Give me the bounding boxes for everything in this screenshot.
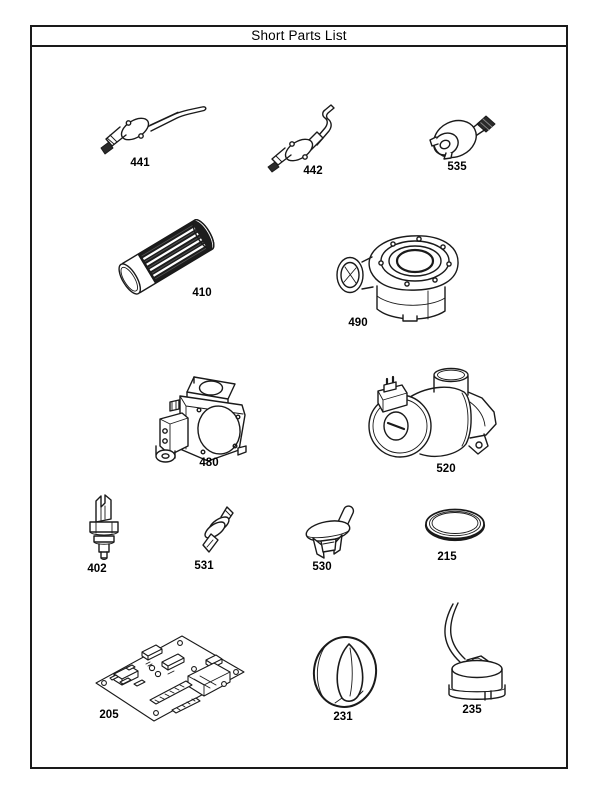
filter-cartridge-illustration [118, 219, 215, 295]
part-figure-235: 235 [425, 602, 510, 716]
cable-sensor-illustration [444, 602, 506, 701]
part-figure-410: 410 [112, 219, 227, 299]
part-number-410: 410 [192, 287, 212, 299]
page-title: Short Parts List [251, 28, 347, 44]
part-figure-530: 530 [296, 502, 361, 573]
part-figure-520: 520 [358, 362, 503, 475]
part-number-530: 530 [312, 561, 332, 573]
control-board-illustration [95, 635, 245, 722]
gasket-illustration [424, 508, 486, 542]
part-number-215: 215 [437, 551, 457, 563]
control-knob-illustration [312, 636, 378, 708]
part-figure-231: 231 [308, 632, 383, 723]
part-number-442: 442 [303, 165, 323, 177]
part-number-520: 520 [436, 463, 456, 475]
part-figure-205: 205 [90, 622, 250, 727]
part-number-441: 441 [130, 157, 150, 169]
gas-valve-illustration [155, 376, 247, 463]
pressure-switch-illustration [429, 115, 496, 160]
part-number-535: 535 [447, 161, 467, 173]
part-figure-490: 490 [333, 228, 468, 329]
part-figure-531: 531 [192, 502, 242, 572]
part-number-235: 235 [462, 704, 482, 716]
part-number-231: 231 [333, 711, 353, 723]
fan-assembly-illustration [336, 235, 459, 322]
part-number-402: 402 [87, 563, 107, 575]
part-number-480: 480 [199, 457, 219, 469]
ignition-electrode-illustration [100, 106, 207, 155]
part-figure-441: 441 [95, 96, 215, 169]
sensor-clip-illustration [305, 505, 355, 559]
part-number-205: 205 [99, 709, 119, 721]
circulation-pump-illustration [368, 367, 497, 458]
part-figure-442: 442 [265, 100, 365, 177]
detection-electrode-illustration [267, 104, 335, 173]
sensor-illustration [202, 506, 234, 553]
part-number-490: 490 [348, 317, 368, 329]
part-figure-402: 402 [78, 492, 133, 575]
title-bar: Short Parts List [32, 27, 566, 47]
part-figure-480: 480 [142, 372, 262, 469]
temperature-sensor-illustration [89, 494, 119, 560]
part-figure-535: 535 [425, 110, 505, 173]
part-figure-215: 215 [420, 505, 490, 563]
part-number-531: 531 [194, 560, 214, 572]
